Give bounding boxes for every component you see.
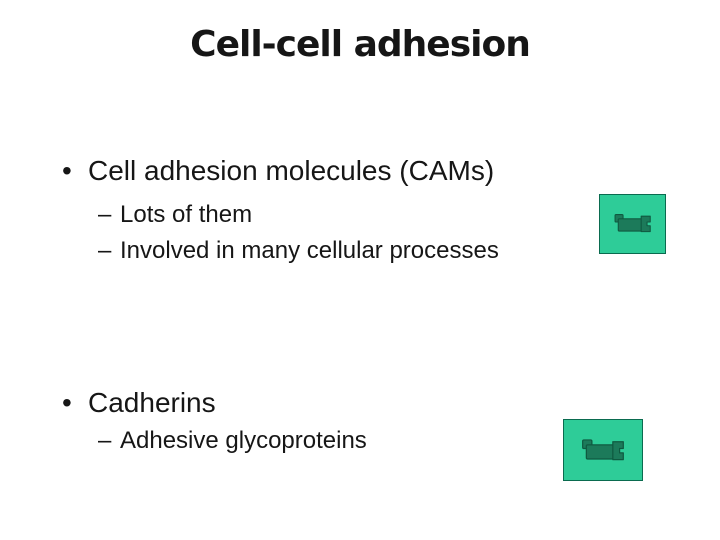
bullet-text: Cadherins bbox=[88, 387, 216, 418]
bullet-marker: – bbox=[98, 427, 112, 454]
bullet-text: Lots of them bbox=[120, 201, 253, 228]
video-camera-icon bbox=[582, 438, 624, 460]
video-placeholder[interactable] bbox=[563, 419, 643, 481]
bullet-text: Involved in many cellular processes bbox=[120, 237, 499, 264]
bullet-marker: – bbox=[98, 201, 112, 228]
bullet-marker: • bbox=[62, 155, 72, 186]
bullet-item: – Lots of them bbox=[98, 200, 252, 230]
bullet-text: Cell adhesion molecules (CAMs) bbox=[88, 155, 495, 186]
bullet-text: Adhesive glycoproteins bbox=[120, 427, 367, 454]
bullet-marker: • bbox=[62, 387, 72, 418]
bullet-item: • Cadherins bbox=[62, 386, 216, 420]
bullet-item: – Involved in many cellular processes bbox=[98, 236, 499, 266]
bullet-item: • Cell adhesion molecules (CAMs) bbox=[62, 154, 494, 188]
video-placeholder[interactable] bbox=[599, 194, 666, 254]
slide-title: Cell-cell adhesion bbox=[190, 24, 531, 65]
bullet-item: – Adhesive glycoproteins bbox=[98, 426, 367, 456]
bullet-marker: – bbox=[98, 237, 112, 264]
video-camera-icon bbox=[614, 214, 651, 233]
